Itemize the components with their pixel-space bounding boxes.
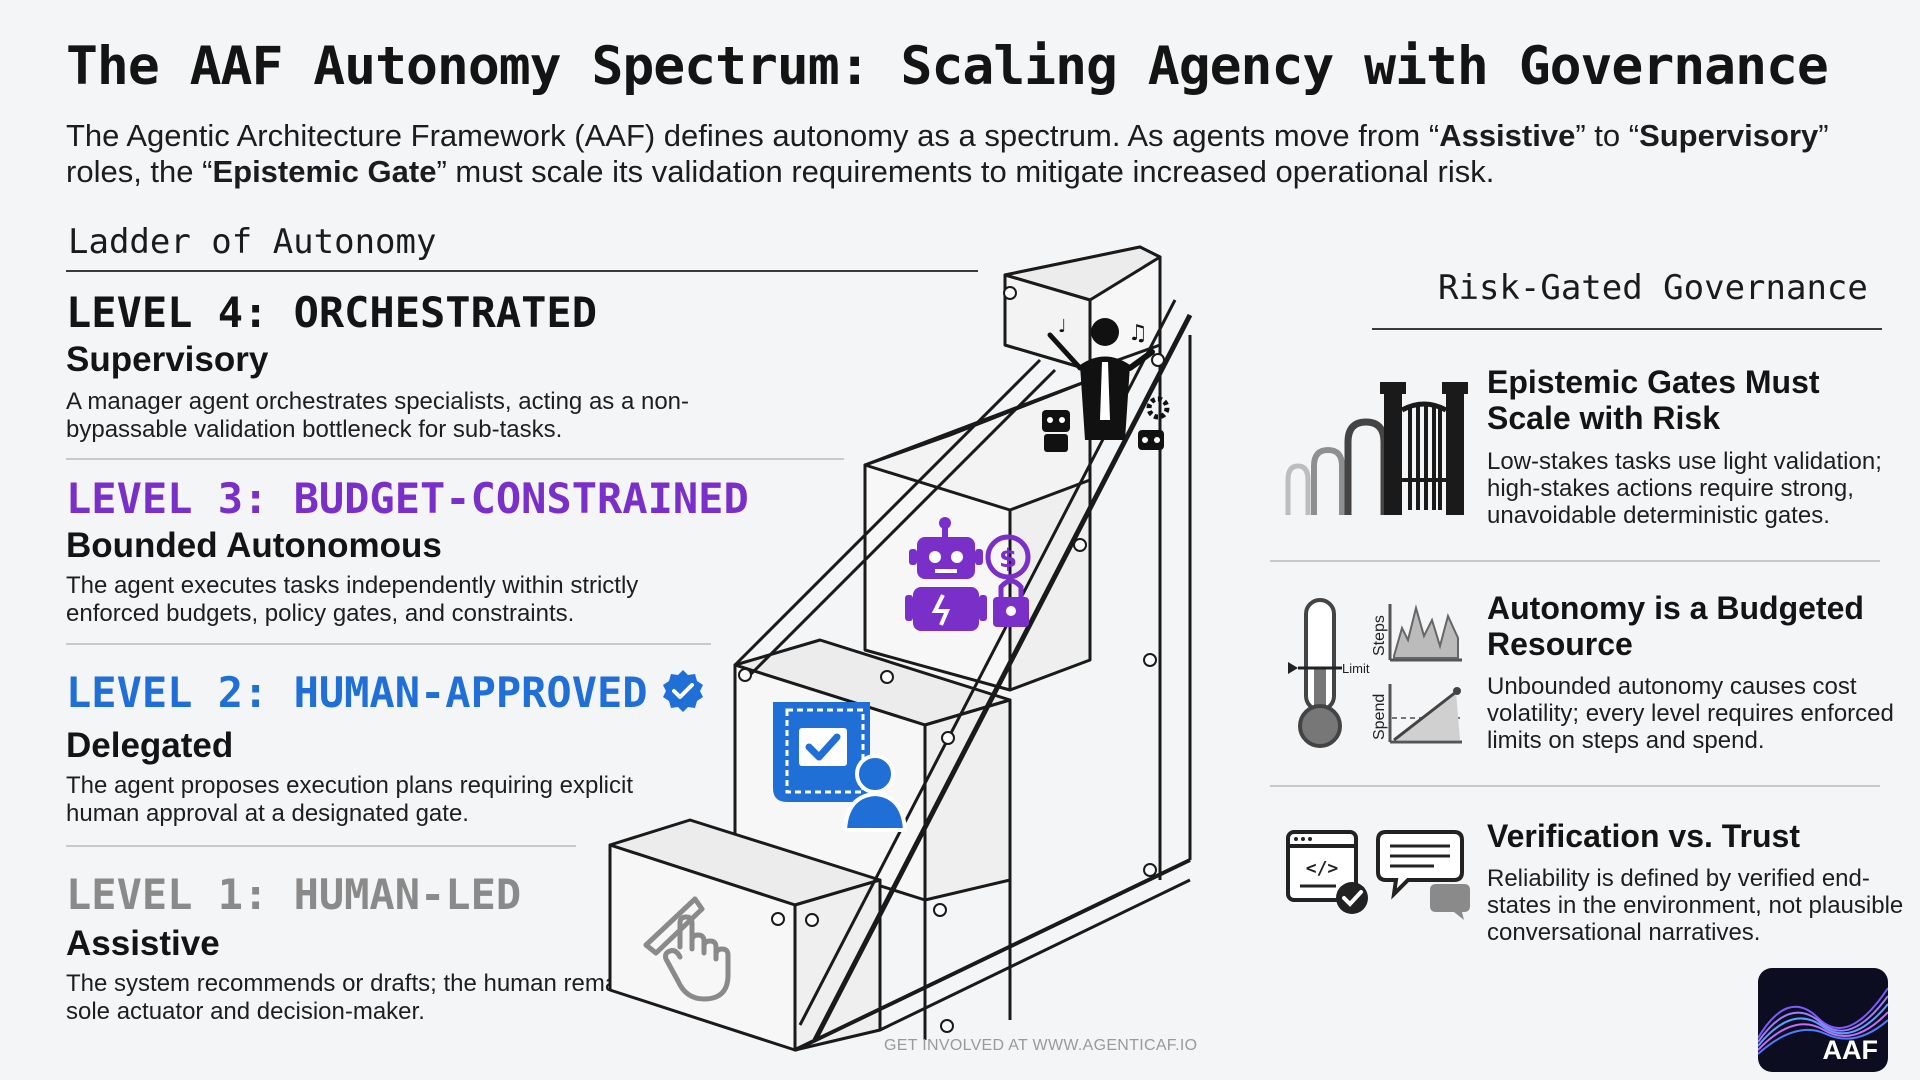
governance-item-1-title: Epistemic Gates Must Scale with Risk	[1487, 364, 1820, 436]
intro-bold-epistemic-gate: Epistemic Gate	[212, 154, 437, 189]
governance-item-3-description: Reliability is defined by verified end-s…	[1487, 865, 1904, 946]
governance-separator	[1270, 785, 1880, 787]
aaf-logo: AAF	[1758, 968, 1888, 1072]
governance-item-2-title: Autonomy is a Budgeted Resource	[1487, 590, 1864, 662]
limit-label: Limit	[1342, 661, 1370, 676]
level-separator	[66, 458, 844, 460]
level-4-title: LEVEL 4: ORCHESTRATED	[66, 288, 598, 337]
intro-text-3: ” roles, the “	[66, 118, 1829, 189]
svg-text:</>: </>	[1306, 858, 1339, 879]
intro-text-1: The Agentic Architecture Framework (AAF)…	[66, 118, 1440, 153]
governance-heading-rule	[1372, 328, 1882, 330]
robot-budget-lock-icon: $	[905, 517, 1031, 631]
governance-heading: Risk-Gated Governance	[1438, 268, 1868, 308]
intro-bold-assistive: Assistive	[1439, 118, 1576, 153]
svg-text:$: $	[999, 544, 1017, 574]
footer-link[interactable]: GET INVOLVED AT WWW.AGENTICAF.IO	[884, 1037, 1198, 1054]
level-2-description: The agent proposes execution plans requi…	[66, 772, 634, 827]
governance-item-1-description: Low-stakes tasks use light validation; h…	[1487, 448, 1882, 529]
level-1-title: LEVEL 1: HUMAN-LED	[66, 870, 522, 919]
level-1-subtitle: Assistive	[66, 924, 220, 963]
level-4-description: A manager agent orchestrates specialists…	[66, 388, 690, 443]
governance-item-3-title: Verification vs. Trust	[1487, 818, 1800, 854]
svg-text:♩: ♩	[1058, 316, 1067, 337]
level-separator	[66, 845, 576, 847]
hand-pen-icon	[643, 896, 731, 1002]
ladder-heading: Ladder of Autonomy	[68, 222, 437, 262]
level-2-subtitle: Delegated	[66, 726, 234, 765]
level-4-subtitle: Supervisory	[66, 340, 269, 379]
level-separator	[66, 643, 711, 645]
orchestrator-conductor-icon: ♩ ♫	[1042, 316, 1170, 452]
governance-item-2-description: Unbounded autonomy causes cost volatilit…	[1487, 673, 1894, 754]
svg-text:♫: ♫	[1128, 321, 1148, 346]
level-3-description: The agent executes tasks independently w…	[66, 572, 639, 627]
intro-paragraph: The Agentic Architecture Framework (AAF)…	[66, 118, 1866, 190]
level-2-title: LEVEL 2: HUMAN-APPROVED	[66, 668, 648, 717]
verified-badge-icon	[663, 670, 703, 712]
logo-text: AAF	[1822, 1035, 1879, 1065]
verified-code-chat-icon: </>	[1286, 830, 1470, 920]
page-title: The AAF Autonomy Spectrum: Scaling Agenc…	[66, 36, 1829, 97]
intro-bold-supervisory: Supervisory	[1639, 118, 1819, 153]
level-3-title: LEVEL 3: BUDGET-CONSTRAINED	[66, 474, 749, 523]
intro-text-4: ” must scale its validation requirements…	[436, 154, 1495, 189]
thermometer-limit-chart-icon: Limit Steps Spend	[1288, 598, 1462, 748]
governance-separator	[1270, 560, 1880, 562]
level-3-subtitle: Bounded Autonomous	[66, 526, 442, 565]
level-1-description: The system recommends or drafts; the hum…	[66, 970, 689, 1025]
logo-wave-graphic	[1758, 987, 1888, 1055]
ladder-heading-rule	[66, 270, 978, 272]
scaling-gates-icon	[1285, 382, 1468, 515]
intro-text-2: ” to “	[1575, 118, 1640, 153]
blueprint-approval-icon	[773, 702, 908, 832]
steps-label: Steps	[1371, 615, 1388, 656]
spend-label: Spend	[1371, 694, 1388, 740]
